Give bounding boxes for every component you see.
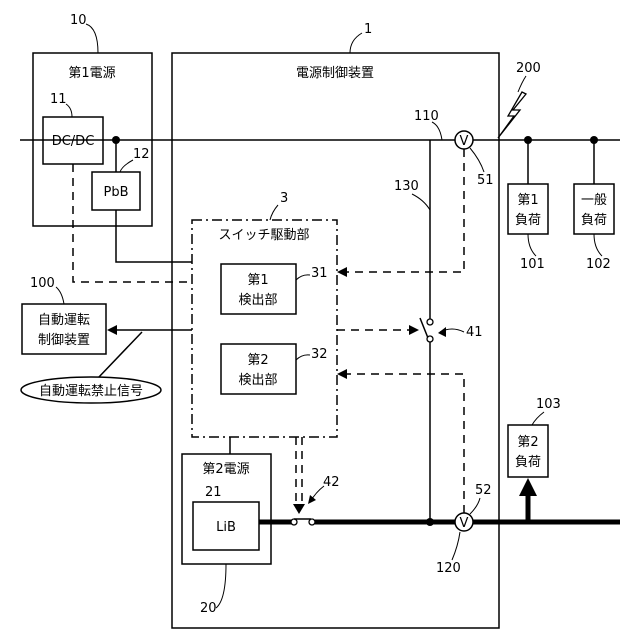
auto-control-ref-leader <box>56 287 64 304</box>
pbb-ref: 12 <box>133 147 150 162</box>
sensor51-ref: 51 <box>477 173 494 188</box>
load2-ref-leader <box>532 412 544 425</box>
load2-arrow <box>519 478 537 496</box>
pbb-label: PbB <box>103 185 128 200</box>
lib-ref: 21 <box>205 485 222 500</box>
load2-ref: 103 <box>536 397 561 412</box>
load2-line2: 負荷 <box>515 455 541 470</box>
dcdc-ref: 11 <box>50 92 67 107</box>
line120-ref: 120 <box>436 561 461 576</box>
lightning-icon <box>498 92 526 138</box>
switch42-ref: 42 <box>323 475 340 490</box>
switch-driver-title: スイッチ駆動部 <box>218 228 309 243</box>
event200-ref-leader <box>518 76 526 92</box>
event200-ref: 200 <box>516 61 541 76</box>
power1-title: 第1電源 <box>68 66 115 81</box>
voltmeter-52-symbol: V <box>460 516 469 531</box>
auto-control-ref: 100 <box>30 276 55 291</box>
sensor52-ref: 52 <box>475 483 492 498</box>
power2-ref: 20 <box>200 601 217 616</box>
detector1-ref: 31 <box>311 266 328 281</box>
load1-ref-leader <box>528 234 536 256</box>
detector1-line1: 第1 <box>247 273 268 288</box>
detector2-ref: 32 <box>311 347 328 362</box>
dcdc-label: DC/DC <box>52 134 95 149</box>
load2-line1: 第2 <box>517 435 538 450</box>
power1-ref: 10 <box>70 13 87 28</box>
power2-title: 第2電源 <box>202 462 249 477</box>
switch41-bottom-contact <box>427 336 433 342</box>
prohibit-signal-text: 自動運転禁止信号 <box>39 384 143 399</box>
general-load-ref-leader <box>594 234 602 256</box>
general-load-line1: 一般 <box>581 192 607 208</box>
detector2-line1: 第2 <box>247 353 268 368</box>
lib-label: LiB <box>216 520 236 535</box>
auto-control-line1: 自動運転 <box>38 313 90 328</box>
device-title: 電源制御装置 <box>296 66 374 81</box>
general-load-line2: 負荷 <box>581 213 607 228</box>
device-ref-leader <box>350 33 362 53</box>
auto-control-line2: 制御装置 <box>38 333 90 348</box>
prohibit-signal-arrow <box>107 325 117 335</box>
switch42-left-contact <box>291 519 297 525</box>
voltmeter-51-symbol: V <box>460 134 469 149</box>
detector1-line2: 検出部 <box>238 293 277 308</box>
switch41-ref: 41 <box>466 325 483 340</box>
power1-ref-leader <box>86 24 98 53</box>
device-ref: 1 <box>364 22 372 37</box>
line110-ref: 110 <box>414 109 439 124</box>
general-load-ref: 102 <box>586 257 611 272</box>
load1-line1: 第1 <box>517 193 538 208</box>
load1-line2: 負荷 <box>515 213 541 228</box>
line130-ref: 130 <box>394 179 419 194</box>
switch41-top-contact <box>427 319 433 325</box>
switch42-right-contact <box>309 519 315 525</box>
switch-driver-ref: 3 <box>280 191 288 206</box>
detector2-line2: 検出部 <box>238 373 277 388</box>
load1-ref: 101 <box>520 257 545 272</box>
